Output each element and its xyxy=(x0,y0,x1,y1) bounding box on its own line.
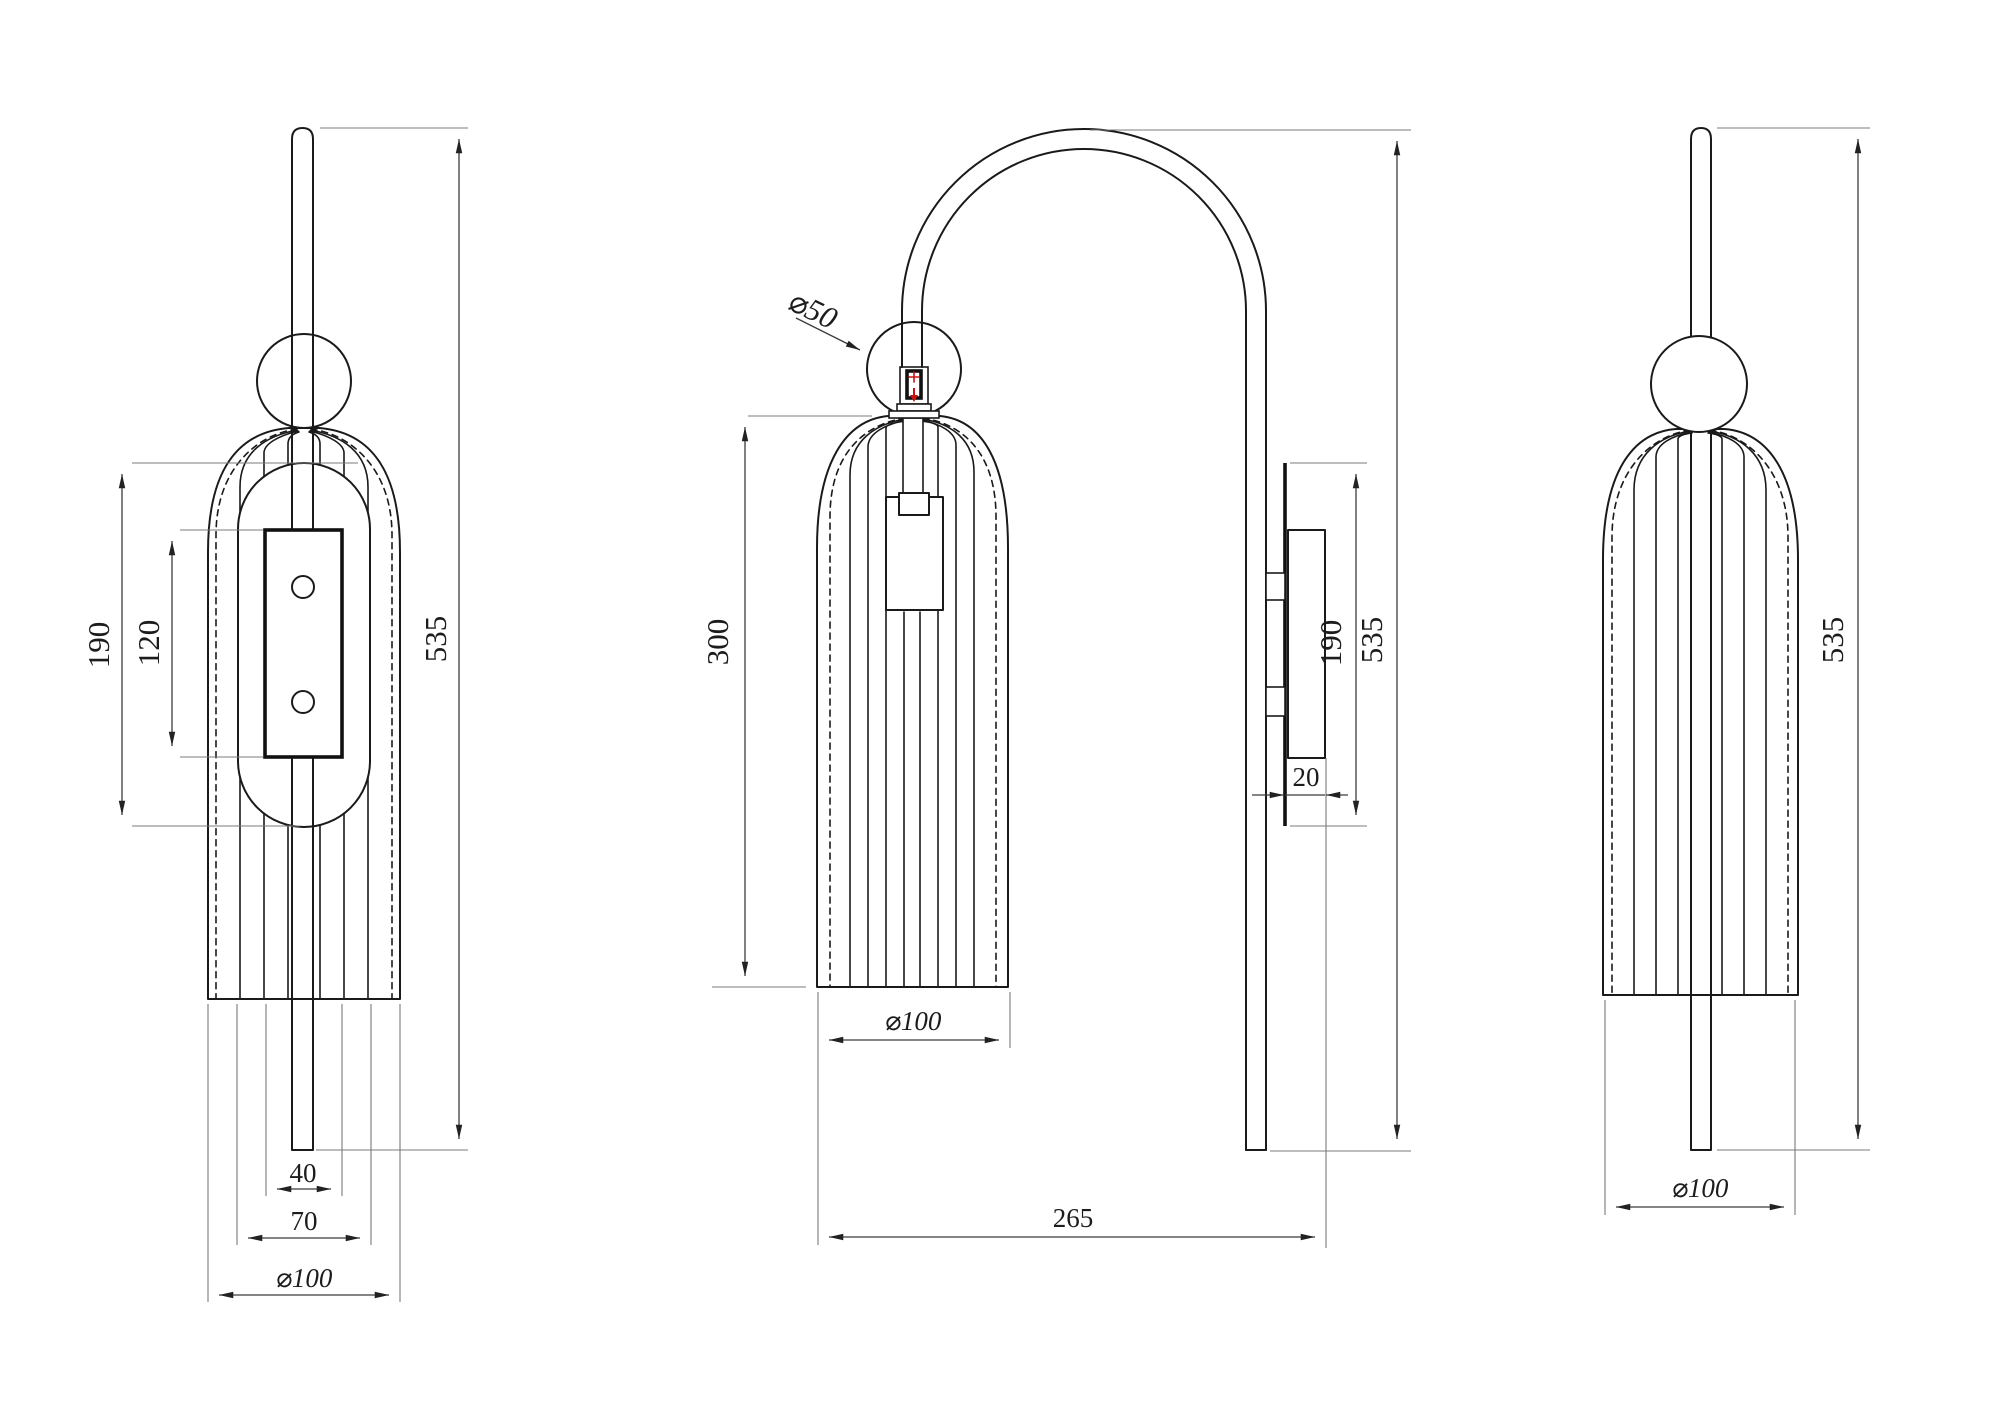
front-dim-label-plate-width: 40 xyxy=(290,1158,317,1188)
side-standoff-top xyxy=(1265,572,1286,601)
front-dim-label-shade-diameter: ⌀100 xyxy=(276,1263,333,1293)
front-ext-lines xyxy=(132,127,468,1302)
front-shade-outline xyxy=(207,427,401,1000)
side-standoff-bottom xyxy=(1265,686,1286,717)
back-dim-label-total-height: 535 xyxy=(1815,617,1850,664)
side-dim-label-backplate-depth: 20 xyxy=(1293,762,1320,792)
front-mounting-plate xyxy=(263,528,344,759)
back-rib-dashed-left xyxy=(1611,429,1691,996)
side-red-cross-mark xyxy=(908,371,920,383)
front-dim-label-cage-width: 70 xyxy=(291,1206,318,1236)
side-shade-outline xyxy=(816,415,1009,988)
front-rib-dashed-right xyxy=(310,428,393,1000)
side-dim-label-total-height: 535 xyxy=(1354,617,1389,664)
side-socket-tube xyxy=(902,417,924,494)
side-dim-label-shade-diameter: ⌀100 xyxy=(885,1006,942,1036)
side-red-arrow-mark xyxy=(910,388,918,402)
side-wall-bracket xyxy=(1287,529,1326,759)
back-stem-rod xyxy=(1690,127,1712,1151)
side-rib-dashed-left xyxy=(829,417,906,988)
back-view: 535 ⌀100 xyxy=(1602,127,1870,1215)
side-dim-label-ball-diameter: ⌀50 xyxy=(783,283,843,336)
front-ball xyxy=(256,333,352,429)
side-socket-collar xyxy=(898,492,930,516)
front-dim-label-total-height: 535 xyxy=(418,616,453,663)
side-rib-dashed-right xyxy=(922,417,997,988)
side-neck-collar xyxy=(896,403,932,412)
front-dim-label-cage-height: 190 xyxy=(81,622,116,669)
side-ball-leader-line xyxy=(795,317,861,351)
back-ball xyxy=(1650,335,1748,433)
side-dim-label-wall-offset: 265 xyxy=(1053,1203,1094,1233)
front-view: 190 120 535 40 70 ⌀100 xyxy=(81,127,468,1302)
side-ribs xyxy=(849,418,975,988)
side-arm-inner xyxy=(921,148,1247,1151)
front-screw-hole-bottom xyxy=(291,690,315,714)
front-dim-label-plate-height: 120 xyxy=(131,620,166,667)
front-ribs xyxy=(239,429,369,1000)
side-dim-label-shade-height: 300 xyxy=(700,619,735,666)
side-view: ⌀50 300 ⌀100 265 535 190 20 xyxy=(700,128,1411,1248)
back-shade-outline xyxy=(1602,428,1799,996)
back-ext-lines xyxy=(1604,127,1870,1215)
back-dim-label-shade-diameter: ⌀100 xyxy=(1672,1173,1729,1203)
side-arm-outer xyxy=(901,128,1267,1151)
back-ribs xyxy=(1633,430,1767,996)
side-ext-lines xyxy=(712,129,1411,1248)
side-dim-label-backplate-height: 190 xyxy=(1313,620,1348,667)
back-rib-dashed-right xyxy=(1709,429,1789,996)
side-neck-flange xyxy=(888,410,940,419)
front-screw-hole-top xyxy=(291,575,315,599)
front-stem-rod xyxy=(291,127,314,1151)
